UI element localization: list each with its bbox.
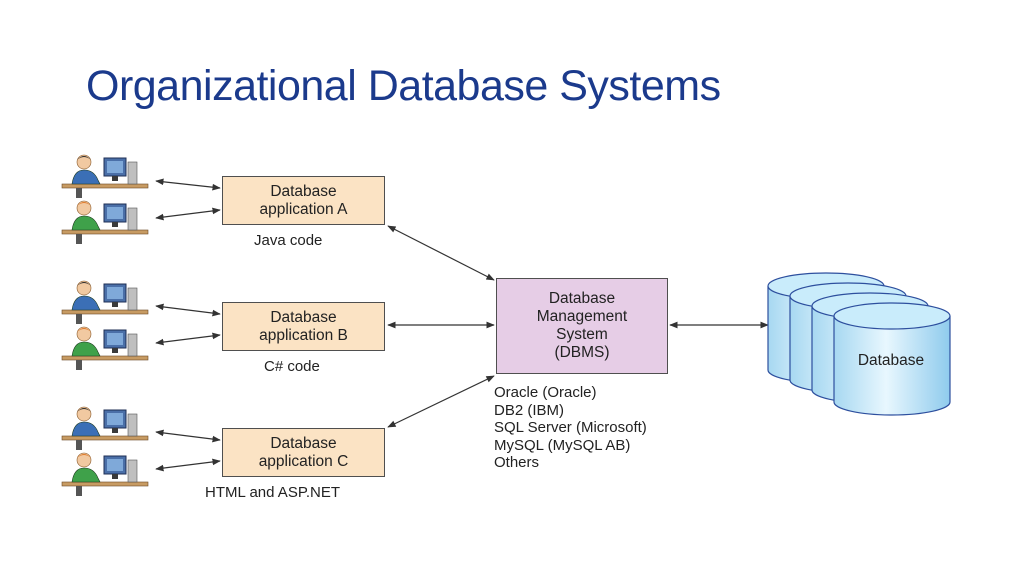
user-at-computer-icon bbox=[60, 150, 150, 200]
app-c-line1: Database bbox=[270, 434, 337, 452]
arrow-user-c2 bbox=[155, 458, 221, 472]
arrow-user-c1 bbox=[155, 429, 221, 443]
dbms-example: Others bbox=[494, 454, 540, 471]
user-at-computer-icon bbox=[60, 276, 150, 326]
app-a-line2: application A bbox=[259, 200, 348, 218]
database-label: Database bbox=[857, 352, 925, 369]
app-b-caption: C# code bbox=[264, 358, 320, 375]
dbms-example: DB2 (IBM) bbox=[494, 401, 565, 419]
arrow-user-b2 bbox=[155, 332, 221, 346]
app-a-caption: Java code bbox=[254, 232, 323, 249]
arrow-user-a2 bbox=[155, 207, 221, 221]
dbms-example: MySQL (MySQL AB) bbox=[494, 436, 631, 454]
dbms-example: SQL Server (Microsoft) bbox=[494, 419, 647, 436]
app-a-line1: Database bbox=[270, 182, 337, 200]
dbms-line4: (DBMS) bbox=[554, 344, 610, 361]
arrow-c-dbms bbox=[387, 375, 495, 428]
dbms-examples-list: Oracle (Oracle) DB2 (IBM) SQL Server (Mi… bbox=[494, 384, 647, 472]
database-cylinder-icon bbox=[767, 272, 951, 416]
app-b-line2: application B bbox=[259, 326, 348, 344]
dbms-line2: Management bbox=[536, 308, 628, 325]
dbms-box: Database Management System (DBMS) bbox=[496, 278, 668, 374]
user-at-computer-icon bbox=[60, 402, 150, 452]
user-at-computer-icon bbox=[60, 448, 150, 498]
arrow-user-a1 bbox=[155, 178, 221, 191]
app-c-line2: application C bbox=[258, 452, 349, 470]
user-at-computer-icon bbox=[60, 196, 150, 246]
app-c-caption: HTML and ASP.NET bbox=[205, 484, 341, 501]
app-b-line1: Database bbox=[270, 308, 337, 326]
dbms-line3: System bbox=[556, 326, 608, 343]
dbms-line1: Database bbox=[548, 290, 616, 307]
arrow-user-b1 bbox=[155, 303, 221, 317]
user-at-computer-icon bbox=[60, 322, 150, 372]
page-title: Organizational Database Systems bbox=[86, 62, 721, 110]
dbms-example: Oracle (Oracle) bbox=[494, 384, 597, 401]
arrow-a-dbms bbox=[387, 225, 495, 281]
